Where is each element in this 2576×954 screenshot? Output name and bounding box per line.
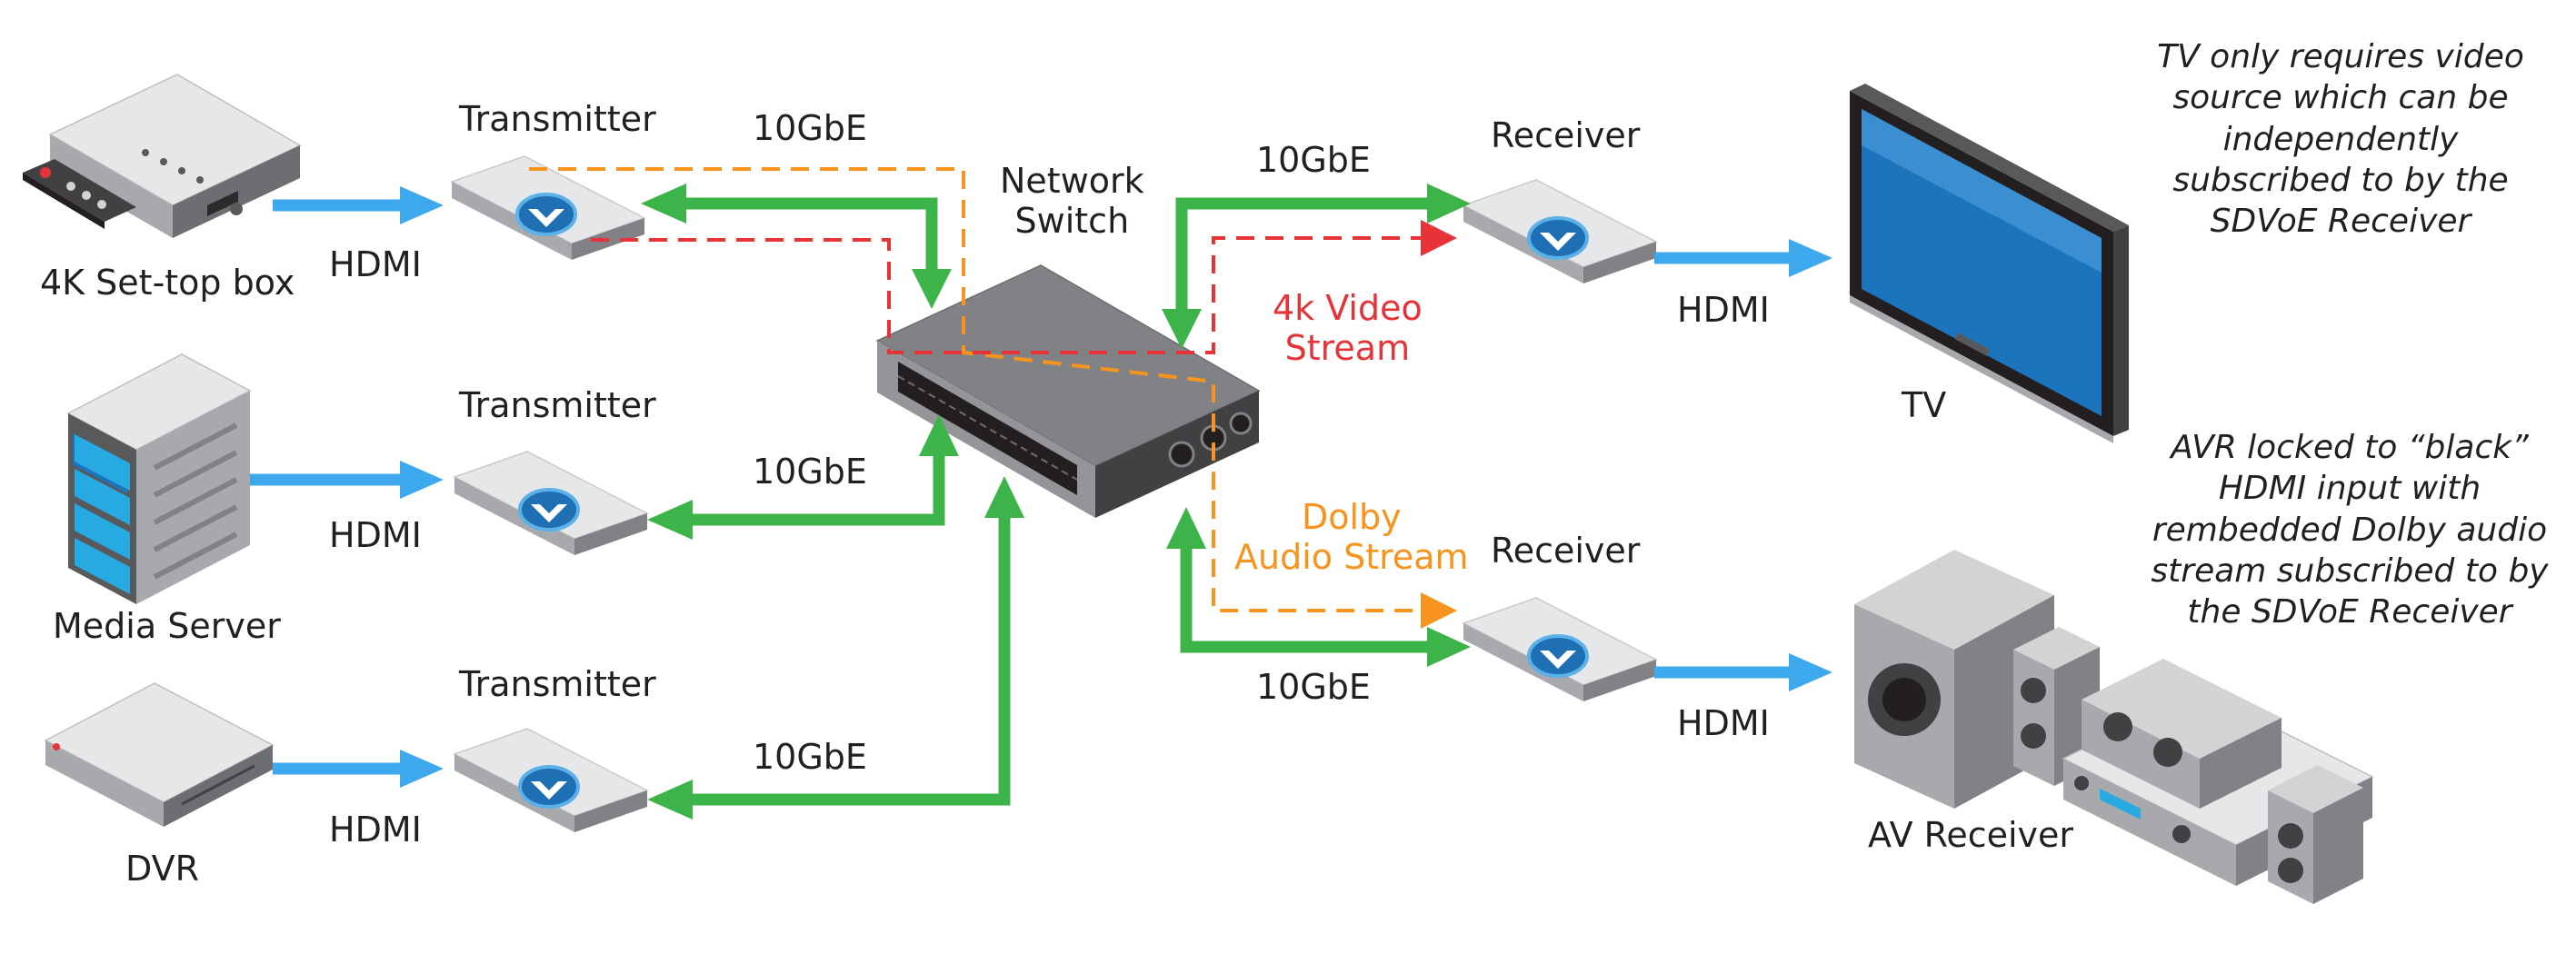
ethernet-link-3-head-a <box>647 780 693 820</box>
settop-box-label: 4K Set-top box <box>40 263 295 303</box>
hdmi-arrow-1 <box>273 186 444 224</box>
network-switch-label: Network Switch <box>1000 161 1144 241</box>
audio-stream-path <box>529 167 1457 629</box>
ethernet-link-5-head-a <box>1427 627 1471 667</box>
transmitter-3-device <box>453 727 649 834</box>
hdmi-label-4: HDMI <box>1677 290 1770 330</box>
ethernet-link-5-head-b <box>1166 507 1206 549</box>
ethernet-link-2-head-a <box>647 500 693 540</box>
ethernet-link-5 <box>1180 547 1432 653</box>
gbe-label-1: 10GbE <box>753 108 867 148</box>
ethernet-link-1 <box>680 197 938 273</box>
transmitter-1-device <box>450 154 646 262</box>
ethernet-link-4 <box>1175 197 1432 313</box>
transmitter-2-device <box>453 450 649 557</box>
transmitter-3-label: Transmitter <box>459 664 656 704</box>
gbe-label-2: 10GbE <box>753 452 867 492</box>
ethernet-link-1-head-a <box>641 184 686 224</box>
ethernet-link-3 <box>686 516 1011 806</box>
receiver-1-label: Receiver <box>1491 115 1641 155</box>
av-receiver-device <box>1854 550 2374 904</box>
transmitter-1-label: Transmitter <box>459 99 656 139</box>
receiver-2-device <box>1462 596 1658 703</box>
hdmi-arrow-2 <box>250 461 444 499</box>
hdmi-label-2: HDMI <box>329 515 422 555</box>
hdmi-label-3: HDMI <box>329 810 422 850</box>
ethernet-link-2 <box>686 454 945 526</box>
hdmi-arrow-4 <box>1654 239 1832 277</box>
tv-note: TV only requires video source which can … <box>2157 38 2524 241</box>
tv-device <box>1850 84 2129 443</box>
receiver-2-label: Receiver <box>1491 531 1641 571</box>
avr-note: AVR locked to “black” HDMI input with re… <box>2151 429 2549 631</box>
media-server-label: Media Server <box>53 606 281 646</box>
gbe-label-5: 10GbE <box>1256 667 1371 707</box>
ethernet-link-4-head-b <box>1162 309 1202 349</box>
ethernet-link-3-head-b <box>984 476 1024 518</box>
ethernet-link-1-head-b <box>912 269 952 309</box>
settop-box-device <box>23 74 302 238</box>
dvr-device <box>44 682 275 827</box>
video-stream-path <box>591 220 1457 354</box>
media-server-device <box>66 353 252 604</box>
hdmi-arrow-5 <box>1654 653 1832 691</box>
gbe-label-4: 10GbE <box>1256 140 1371 180</box>
remote-control-icon <box>23 159 136 229</box>
hdmi-label-5: HDMI <box>1677 703 1770 743</box>
hdmi-label-1: HDMI <box>329 244 422 284</box>
ethernet-link-2-head-b <box>919 414 959 456</box>
transmitter-2-label: Transmitter <box>459 385 656 425</box>
gbe-label-3: 10GbE <box>753 737 867 777</box>
network-switch-device <box>875 264 1261 518</box>
tv-label: TV <box>1902 385 1947 425</box>
av-receiver-label: AV Receiver <box>1868 815 2074 855</box>
audio-stream-label: Dolby Audio Stream <box>1234 497 1469 577</box>
receiver-1-device <box>1462 178 1658 285</box>
video-stream-label: 4k Video Stream <box>1273 288 1423 368</box>
hdmi-arrow-3 <box>273 750 444 788</box>
ethernet-link-4-head-a <box>1427 184 1471 224</box>
dvr-label: DVR <box>125 849 199 889</box>
